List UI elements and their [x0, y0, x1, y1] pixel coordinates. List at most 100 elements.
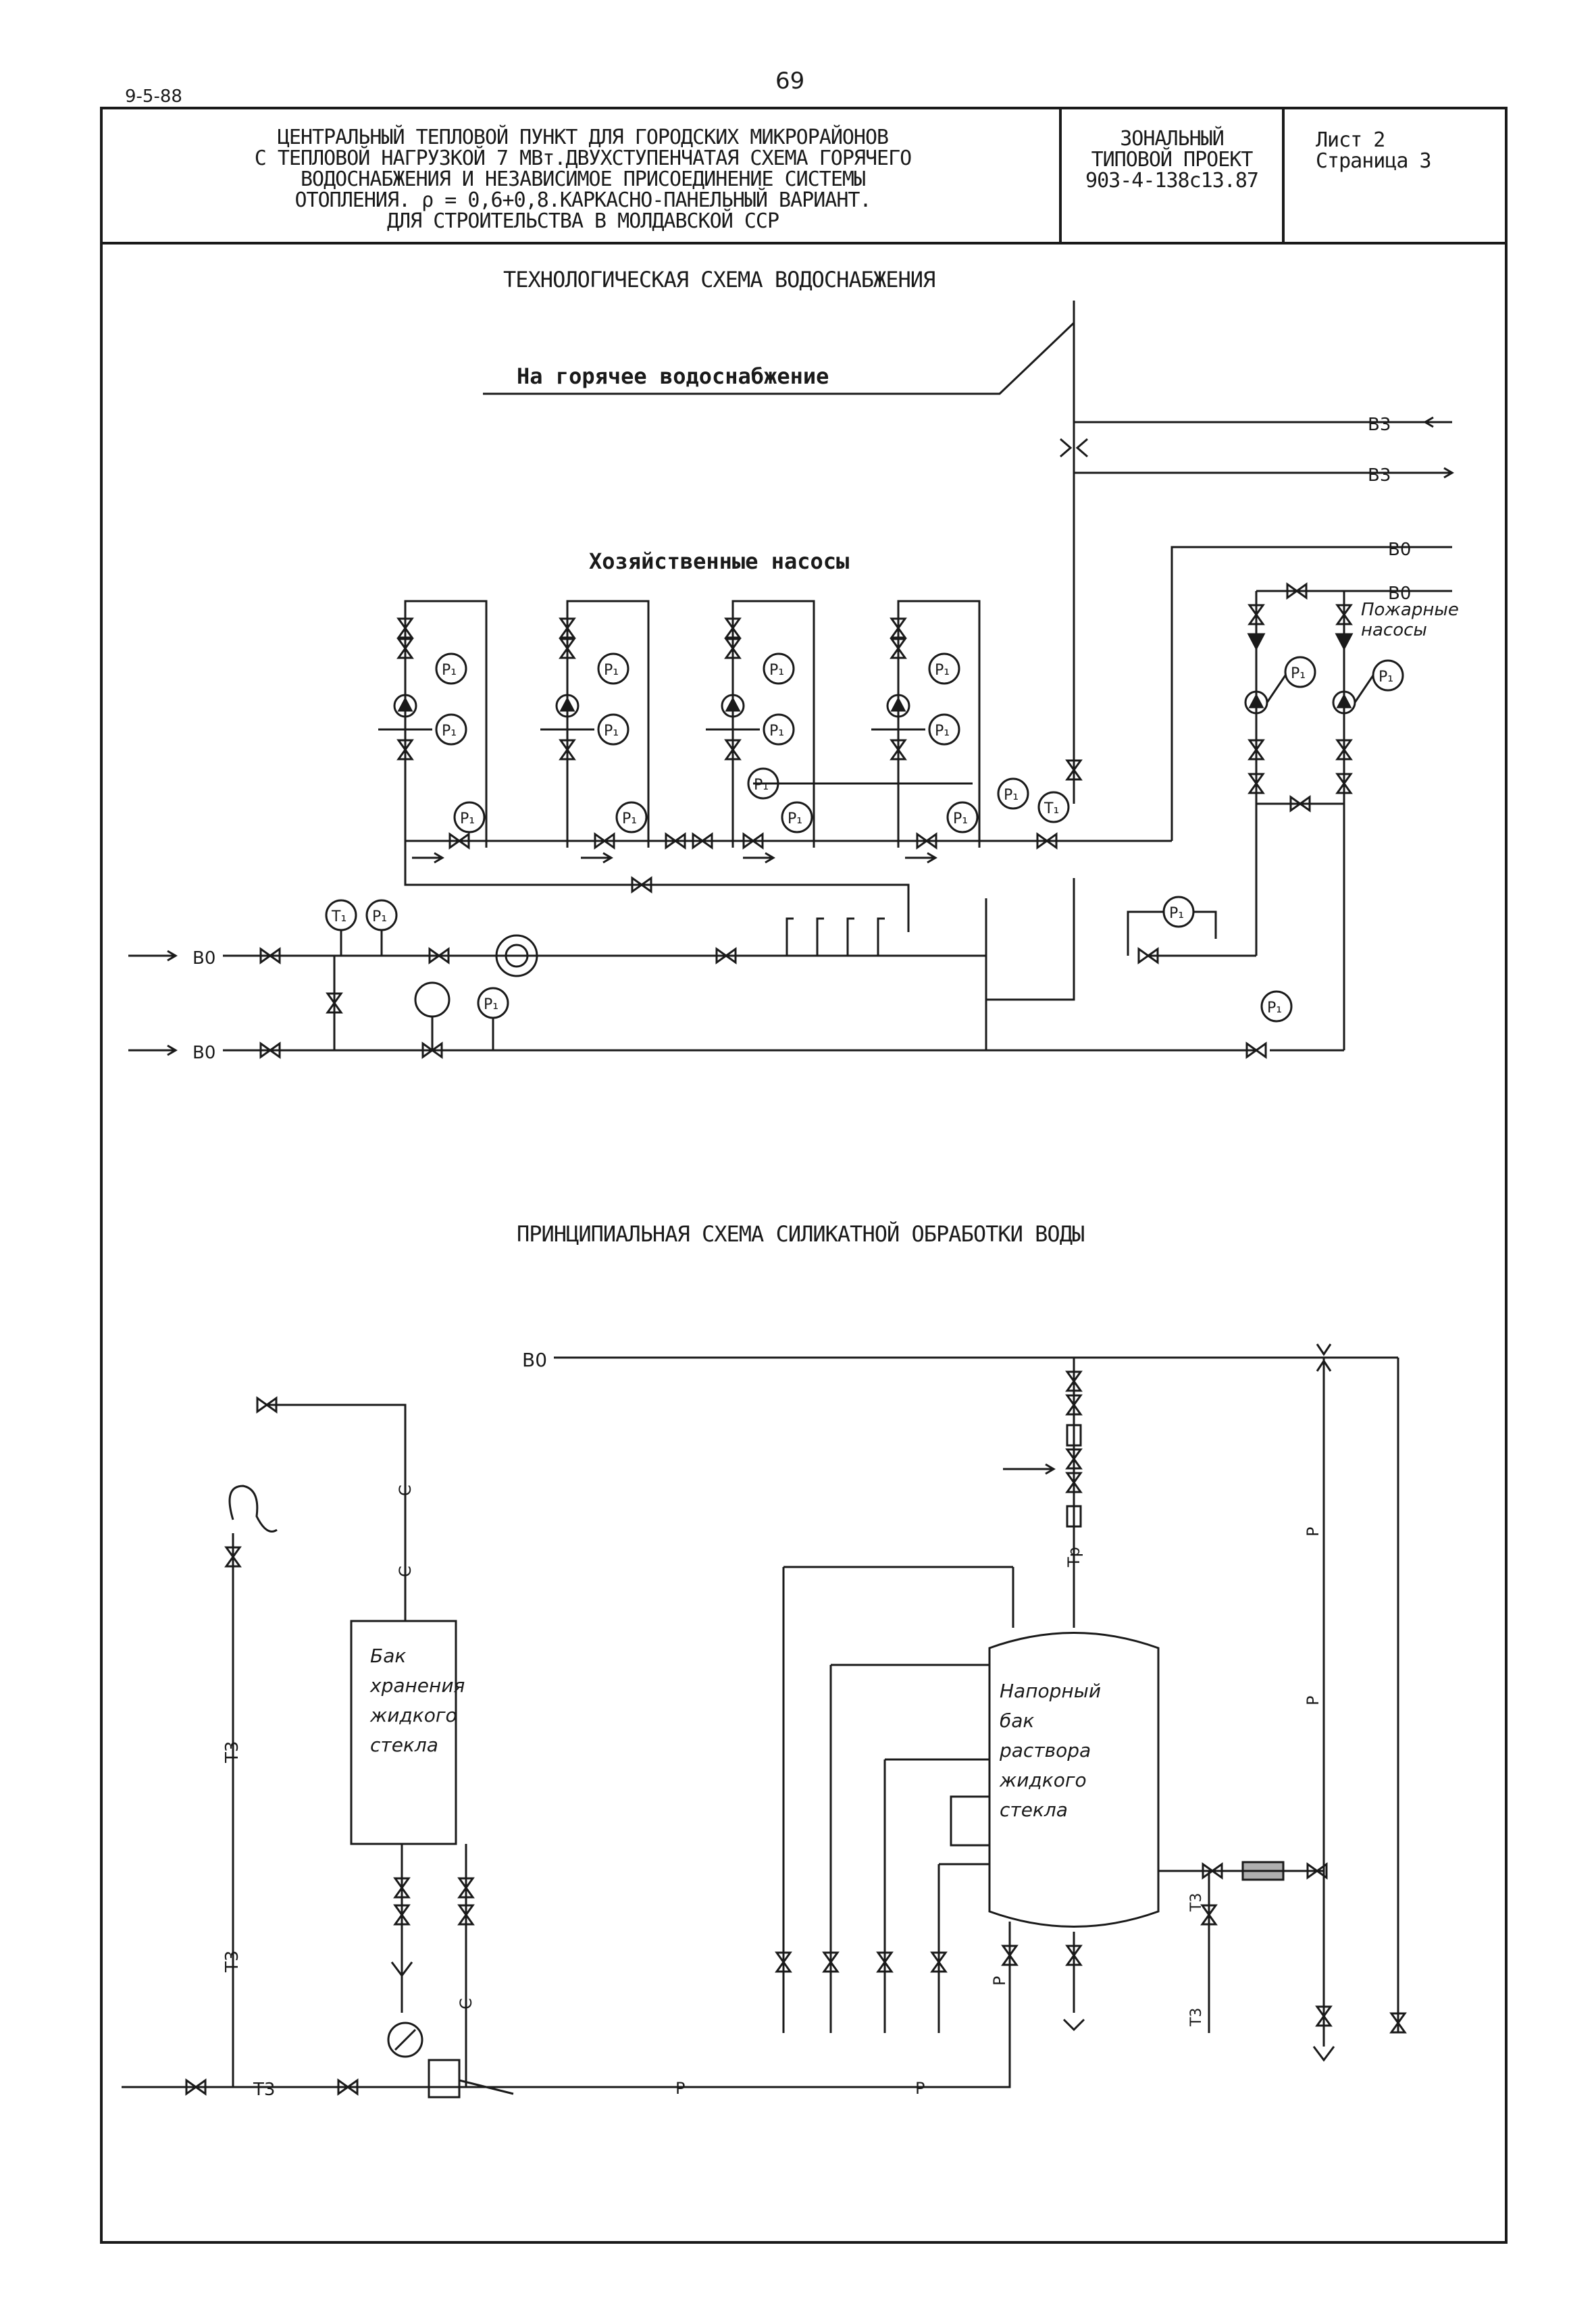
gauge-label: P₁	[754, 777, 769, 794]
pressure-gauge-icon	[615, 801, 648, 833]
valve-icon	[1001, 1945, 1019, 1966]
valve-icon	[457, 1904, 475, 1926]
gauge-label: P₁	[604, 662, 619, 679]
page-number: 69	[775, 68, 805, 95]
valve-icon	[1247, 604, 1265, 625]
p-line	[419, 2026, 1011, 2088]
pressure-gauge-icon	[946, 801, 979, 833]
valve-icon	[1335, 739, 1353, 761]
injector-icon	[428, 2059, 461, 2099]
valve-icon	[631, 876, 652, 894]
valve-icon	[1289, 795, 1311, 813]
temperature-gauge-icon	[1037, 791, 1070, 823]
valve-icon	[256, 1396, 278, 1414]
pipe-line	[459, 2079, 514, 2095]
funnel-icon	[1312, 2046, 1335, 2062]
pressure-gauge-icon	[928, 713, 960, 746]
pump-arrow-icon	[397, 696, 413, 712]
pressure-tank-line: раствора	[1000, 1739, 1091, 1762]
pressure-gauge-icon	[1284, 656, 1316, 688]
valve-icon	[1065, 1370, 1083, 1392]
pump-unit-frame	[566, 600, 650, 848]
line-p-label: Р	[915, 2079, 925, 2098]
line-b3-label: В3	[1368, 415, 1391, 435]
connector-line	[986, 932, 1075, 1001]
valve-icon	[393, 1904, 411, 1926]
gauge-label: P₁	[953, 811, 968, 827]
pump-icon	[393, 694, 417, 718]
fire-pumps-line: насосы	[1361, 620, 1427, 640]
pressure-gauge-icon	[763, 652, 795, 685]
valve-icon	[1065, 759, 1083, 781]
gauge-label: P₁	[1004, 787, 1019, 804]
sheet-line: Страница 3	[1316, 149, 1432, 173]
pipe-line	[1266, 675, 1287, 703]
arrow-head-icon	[434, 852, 444, 864]
valve-icon	[1335, 773, 1353, 794]
storage-tank	[350, 1620, 457, 1845]
valve-icon	[822, 1951, 840, 1973]
dosing-unit-icon	[1241, 1861, 1285, 1881]
valve-icon	[457, 1877, 475, 1899]
pump-arrow-icon	[890, 696, 906, 712]
drain-tap	[877, 917, 885, 956]
pressure-gauge-icon	[781, 801, 813, 833]
inlet-b0-label: В0	[192, 948, 215, 969]
pump-arrow-icon	[1336, 693, 1352, 709]
valve-icon	[692, 832, 713, 850]
valve-icon	[1202, 1862, 1223, 1880]
pump-unit-frame	[897, 600, 981, 848]
water-meter-inner-icon	[505, 944, 529, 968]
suction-header	[404, 848, 910, 932]
line-b0-label: В0	[1388, 584, 1411, 604]
valve-icon	[890, 739, 907, 761]
funnel-icon	[390, 1961, 413, 1978]
arrow-head-icon	[602, 852, 613, 864]
line-tp-label: Тр	[1064, 1547, 1083, 1568]
title-line: ЦЕНТРАЛЬНЫЙ ТЕПЛОВОЙ ПУНКТ ДЛЯ ГОРОДСКИХ…	[277, 126, 889, 149]
section2-title: ПРИНЦИПИАЛЬНАЯ СХЕМА СИЛИКАТНОЙ ОБРАБОТК…	[517, 1221, 1085, 1247]
rotameter-icon	[387, 2022, 423, 2058]
hot-water-label: На горячее водоснабжение	[517, 363, 829, 389]
valve-icon	[715, 947, 737, 965]
title-line: ВОДОСНАБЖЕНИЯ И НЕЗАВИСИМОЕ ПРИСОЕДИНЕНИ…	[300, 168, 866, 191]
pressure-tank-line: жидкого	[1000, 1769, 1087, 1791]
valve-icon	[1065, 1448, 1083, 1470]
gauge-label: P₁	[1379, 669, 1393, 686]
arrow-head-icon	[765, 852, 775, 864]
pressure-gauge-icon	[1260, 990, 1293, 1023]
pressure-gauge-icon	[997, 777, 1029, 810]
inlet-b0-label: В0	[192, 1043, 215, 1063]
frame	[100, 107, 1508, 2244]
title-line: ДЛЯ СТРОИТЕЛЬСТВА В МОЛДАВСКОЙ ССР	[386, 209, 779, 233]
gauge-label: P₁	[622, 811, 637, 827]
pressure-gauge-icon	[435, 713, 467, 746]
valve-icon	[448, 832, 470, 850]
arrow-head-icon	[167, 1044, 178, 1056]
gauge-label: P₁	[769, 723, 784, 740]
c-line	[267, 1404, 407, 1621]
line-t3-label: Т3	[253, 2080, 275, 2100]
hose-icon	[228, 1485, 278, 1533]
pressure-gauge-icon	[435, 652, 467, 685]
valve-icon	[890, 638, 907, 659]
pump-icon	[721, 694, 745, 718]
pressure-gauge-icon	[747, 767, 779, 800]
gauge-label: P₁	[442, 662, 457, 679]
pressure-gauge-icon	[453, 801, 486, 833]
gauge-loop	[1127, 910, 1164, 956]
valve-icon	[1247, 773, 1265, 794]
gauge-label: P₁	[484, 996, 498, 1013]
pressure-tank	[988, 1632, 1160, 1928]
line-c-label: С	[396, 1485, 415, 1496]
household-pumps-label: Хозяйственные насосы	[589, 548, 850, 574]
flow-meter-icon	[414, 981, 451, 1018]
title-line: С ТЕПЛОВОЙ НАГРУЗКОЙ 7 МВт.ДВУХСТУПЕНЧАТ…	[254, 147, 912, 170]
valve-icon	[396, 638, 414, 659]
valve-icon	[396, 739, 414, 761]
pump-unit-frame	[404, 600, 488, 848]
valve-icon	[1065, 1394, 1083, 1416]
valve-icon	[1286, 582, 1308, 600]
line-c-label: С	[396, 1566, 415, 1577]
